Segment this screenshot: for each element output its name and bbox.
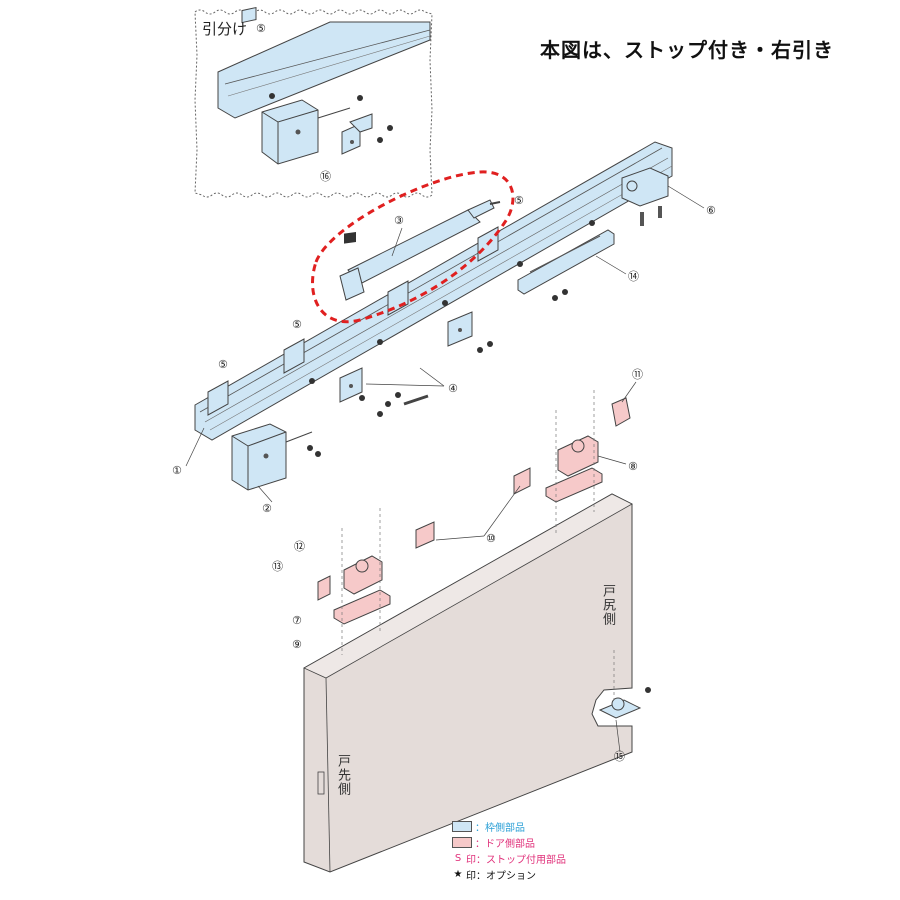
legend-stop-text: 印：ストップ付用部品	[466, 854, 566, 866]
leader-dashes	[341, 390, 615, 700]
part-label-13: ⑬	[272, 560, 283, 573]
legend-option-row: ★ 印：オプション	[452, 866, 566, 882]
part-label-5d: ⑤	[256, 22, 266, 35]
legend-door-text: ：ドア側部品	[475, 838, 535, 850]
legend-frame-text: ：枠側部品	[475, 822, 525, 834]
part-label-11: ⑪	[632, 368, 643, 381]
door-swatch	[452, 836, 472, 848]
part-label-1: ①	[172, 464, 182, 477]
inset-frame	[194, 9, 433, 198]
part-label-10: ⑩	[486, 532, 496, 545]
part-number-labels: ① ② ③ ④ ⑤ ⑤ ⑤ ⑤ ⑥ ⑦ ⑧ ⑨ ⑩ ⑪ ⑫ ⑬ ⑭ ⑮ ⑯	[172, 22, 716, 763]
part-label-4: ④	[448, 382, 458, 395]
part-label-9: ⑨	[292, 638, 302, 651]
trolley-left	[317, 521, 435, 625]
floor-guide	[598, 687, 651, 719]
part-label-12: ⑫	[294, 540, 305, 553]
frame-swatch	[452, 820, 472, 832]
diagram-title: 本図は、ストップ付き・右引き	[540, 38, 834, 62]
part-label-15: ⑮	[614, 750, 625, 763]
trolley-right	[513, 397, 631, 503]
star-icon: ★	[453, 868, 463, 880]
part-label-7: ⑦	[292, 614, 302, 627]
legend-frame-row: ：枠側部品	[452, 818, 566, 834]
inset-label: 引分け	[202, 20, 248, 38]
label-leaders	[185, 185, 705, 753]
part-label-3: ③	[394, 214, 404, 227]
door-panel	[303, 493, 633, 873]
stop-mark-icon: S	[454, 852, 462, 864]
end-cap	[231, 423, 313, 491]
damper-unit	[339, 199, 501, 301]
part-label-2: ②	[262, 502, 272, 515]
legend: ：枠側部品 ：ドア側部品 S 印：ストップ付用部品 ★ 印：オプション	[452, 818, 566, 882]
door-rear-side-label: 戸尻側	[600, 584, 615, 626]
inset-stop-bracket	[269, 93, 393, 155]
part-label-14: ⑭	[628, 270, 639, 283]
legend-option-text: 印：オプション	[466, 870, 536, 882]
main-rail	[194, 141, 673, 441]
inset-rail	[217, 6, 431, 119]
inset-end-cap	[261, 99, 351, 165]
screws	[307, 220, 595, 457]
legend-stop-row: S 印：ストップ付用部品	[452, 850, 566, 866]
legend-door-row: ：ドア側部品	[452, 834, 566, 850]
part-label-5b: ⑤	[292, 318, 302, 331]
part-label-6: ⑥	[706, 204, 716, 217]
part-label-5a: ⑤	[218, 358, 228, 371]
damper-highlight	[311, 170, 515, 324]
hanger-brackets	[339, 311, 473, 406]
door-front-side-label: 戸先側	[335, 754, 350, 796]
rail-end-block	[621, 167, 669, 226]
guide-rail	[517, 229, 615, 295]
part-label-16: ⑯	[320, 170, 331, 183]
part-label-8: ⑧	[628, 460, 638, 473]
part-label-5c: ⑤	[514, 194, 524, 207]
